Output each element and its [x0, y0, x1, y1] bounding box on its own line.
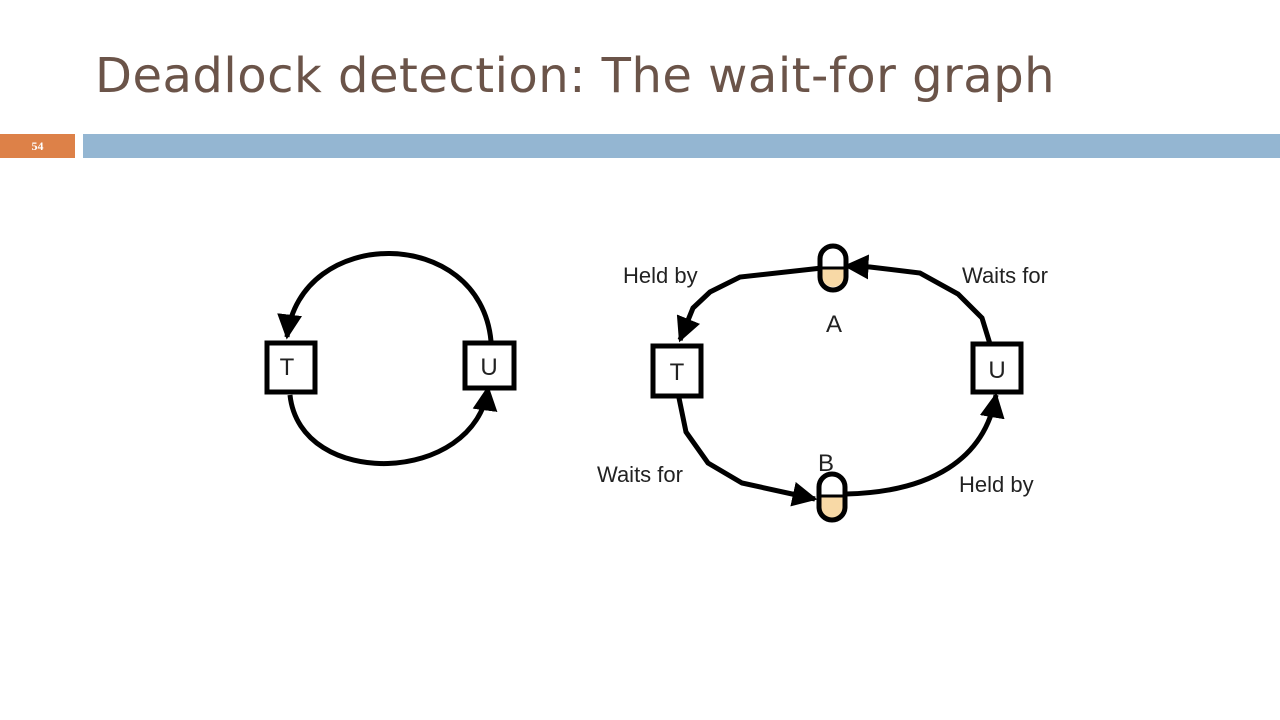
detailed-node-t: T — [650, 343, 704, 399]
slide-number: 54 — [31, 139, 44, 153]
detailed-graph: T U A B Held by Waits for Waits for Held… — [597, 243, 1048, 523]
resource-b-icon — [816, 471, 848, 523]
simple-node-u-label: U — [480, 354, 497, 381]
resource-a-label: A — [826, 311, 842, 338]
label-held-by-bottom: Held by — [959, 472, 1034, 497]
detailed-node-u-label: U — [988, 357, 1005, 384]
simple-node-t: T — [264, 340, 318, 395]
edge-b-held-by-u — [845, 392, 1005, 497]
simple-graph: T U — [264, 251, 517, 466]
slide-title: Deadlock detection: The wait-for graph — [95, 48, 1056, 104]
slide-number-box — [0, 134, 75, 158]
detailed-node-u: U — [970, 341, 1024, 395]
edge-a-held-by-t — [676, 265, 823, 343]
edge-t-to-u — [287, 385, 498, 466]
edge-t-waits-for-b — [676, 397, 818, 507]
resource-b-label: B — [818, 450, 834, 477]
detailed-node-t-label: T — [670, 359, 685, 386]
resource-a-icon — [817, 243, 849, 293]
label-waits-for-top: Waits for — [962, 263, 1048, 288]
header-bar — [83, 134, 1280, 158]
simple-node-u: U — [462, 340, 517, 391]
edge-u-to-t — [277, 251, 494, 342]
label-waits-for-bottom: Waits for — [597, 462, 683, 487]
simple-node-t-label: T — [280, 354, 295, 381]
label-held-by-top: Held by — [623, 263, 698, 288]
edge-u-waits-for-a — [843, 254, 993, 345]
